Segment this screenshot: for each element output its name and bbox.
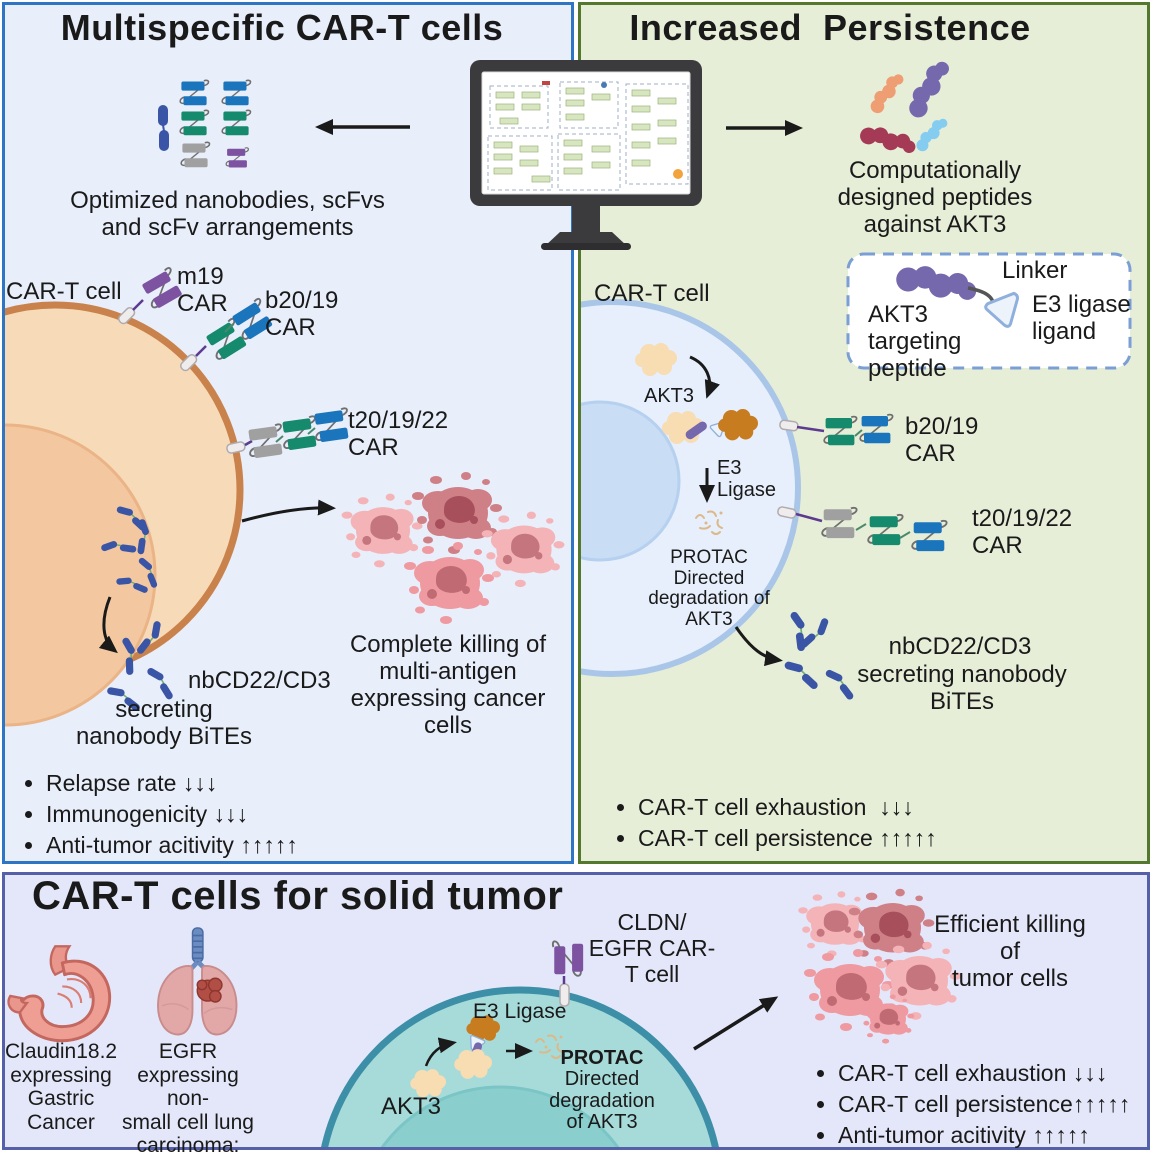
bite-name-left: nbCD22/CD3 [188,667,331,694]
stomach-icon [7,944,112,1043]
outcome-bullets-right: CAR-T cell exhaustion ↓↓↓ CAR-T cell per… [612,790,937,856]
bite-caption-left: secreting nanobody BiTEs [75,696,253,750]
bullet-persistence-bottom: CAR-T cell persistence↑↑↑↑↑ [838,1091,1130,1118]
cart-cell-right [581,299,801,677]
nanobody-caption: Optimized nanobodies, scFvs and scFv arr… [70,187,385,241]
b2019-car-receptor-right [779,413,894,447]
b2019-car-receptor [180,297,276,372]
designed-peptides [858,55,953,156]
title-persistence: Increased Persistence [629,7,1031,48]
killing-caption-bottom: Efficient killing of tumor cells [934,911,1086,992]
arrow-cell-to-bites-right [734,626,783,667]
arrow-akt3-binding-bottom [424,1037,457,1067]
killing-caption-left: Complete killing of multi-antigen expres… [349,631,547,739]
e3-ligand-label: E3 ligase ligand [1032,291,1131,345]
akt3-degradation-pathway-right [635,343,758,535]
cart-cell-bottom [321,986,719,1147]
peptides-caption: Computationally designed peptides agains… [837,157,1033,238]
linker-label: Linker [1002,257,1068,284]
protac-bold-bottom: PROTAC [560,1047,644,1069]
targeting-peptide-icon [685,421,707,440]
protac-design-box [846,252,1132,370]
cart-cell-label-left: CAR-T cell [6,278,122,305]
akt3-peptide-label: AKT3 targeting peptide [868,301,962,382]
title-multispecific: Multispecific CAR-T cells [60,7,504,48]
protac-caption-right: PROTAC Directed degradation of AKT3 [648,547,770,630]
bullet-antitumor-bottom: Anti-tumor acitivity ↑↑↑↑↑ [838,1122,1130,1149]
bullet-immunogenicity: Immunogenicity ↓↓↓ [46,801,298,828]
b2019-car-label-right: b20/19 CAR [905,413,979,467]
nsclc-caption: EGFR expressing non- small cell lung car… [122,1040,254,1152]
e3-ligase-label-right: E3 Ligase [717,457,776,501]
akt3-label-right: AKT3 [644,385,695,407]
cart-cell-left [5,301,244,727]
cart-cell-label-right: CAR-T cell [594,280,710,307]
protac-caption-bottom: Directed degradation of AKT3 [549,1068,655,1134]
b2019-car-label: b20/19 CAR [265,287,339,341]
t201922-car-label-right: t20/19/22 CAR [972,505,1073,559]
bullet-antitumor-left: Anti-tumor acitivity ↑↑↑↑↑ [46,832,298,859]
t201922-car-receptor-right [777,506,948,553]
bullet-exhaustion-bottom: CAR-T cell exhaustion ↓↓↓ [838,1060,1130,1087]
gastric-cancer-caption: Claudin18.2 expressing Gastric Cancer [5,1040,118,1134]
akt3-degradation-pathway-bottom [410,1015,564,1098]
t201922-car-label: t20/19/22 CAR [348,407,449,461]
title-solid-tumor: CAR-T cells for solid tumor [32,874,564,918]
arrow-cell-to-tumor [693,996,779,1051]
bullet-exhaustion-right: CAR-T cell exhaustion ↓↓↓ [638,794,937,821]
computer-monitor [470,60,702,250]
arrow-cell-to-cancer [241,499,336,523]
bite-name-right: nbCD22/CD3 [888,633,1032,660]
bullet-persistence-right: CAR-T cell persistence ↑↑↑↑↑ [638,825,937,852]
nanobody-icons [157,79,252,169]
m19-car-receptor [118,266,186,325]
outcome-bullets-left: Relapse rate ↓↓↓ Immunogenicity ↓↓↓ Anti… [20,766,298,863]
cldn-egfr-car-receptor [551,940,585,1007]
cldn-egfr-car-label: CLDN/ EGFR CAR- T cell [588,909,716,987]
lungs-icon [158,928,236,1035]
computational-pipeline-screen [487,81,689,191]
akt3-label-bottom: AKT3 [381,1093,442,1120]
bullet-relapse: Relapse rate ↓↓↓ [46,770,298,797]
arrow-bite-secretion [98,596,118,654]
cancer-cells-left [341,472,565,624]
t201922-car-receptor [226,407,352,460]
e3-ligase-label-bottom: E3 Ligase [473,1000,567,1023]
outcome-bullets-bottom: CAR-T cell exhaustion ↓↓↓ CAR-T cell per… [812,1056,1130,1152]
bite-caption-right: secreting nanobody BiTEs [857,661,1067,715]
m19-car-label: m19 CAR [177,263,228,317]
arrow-akt3-binding [689,355,720,399]
